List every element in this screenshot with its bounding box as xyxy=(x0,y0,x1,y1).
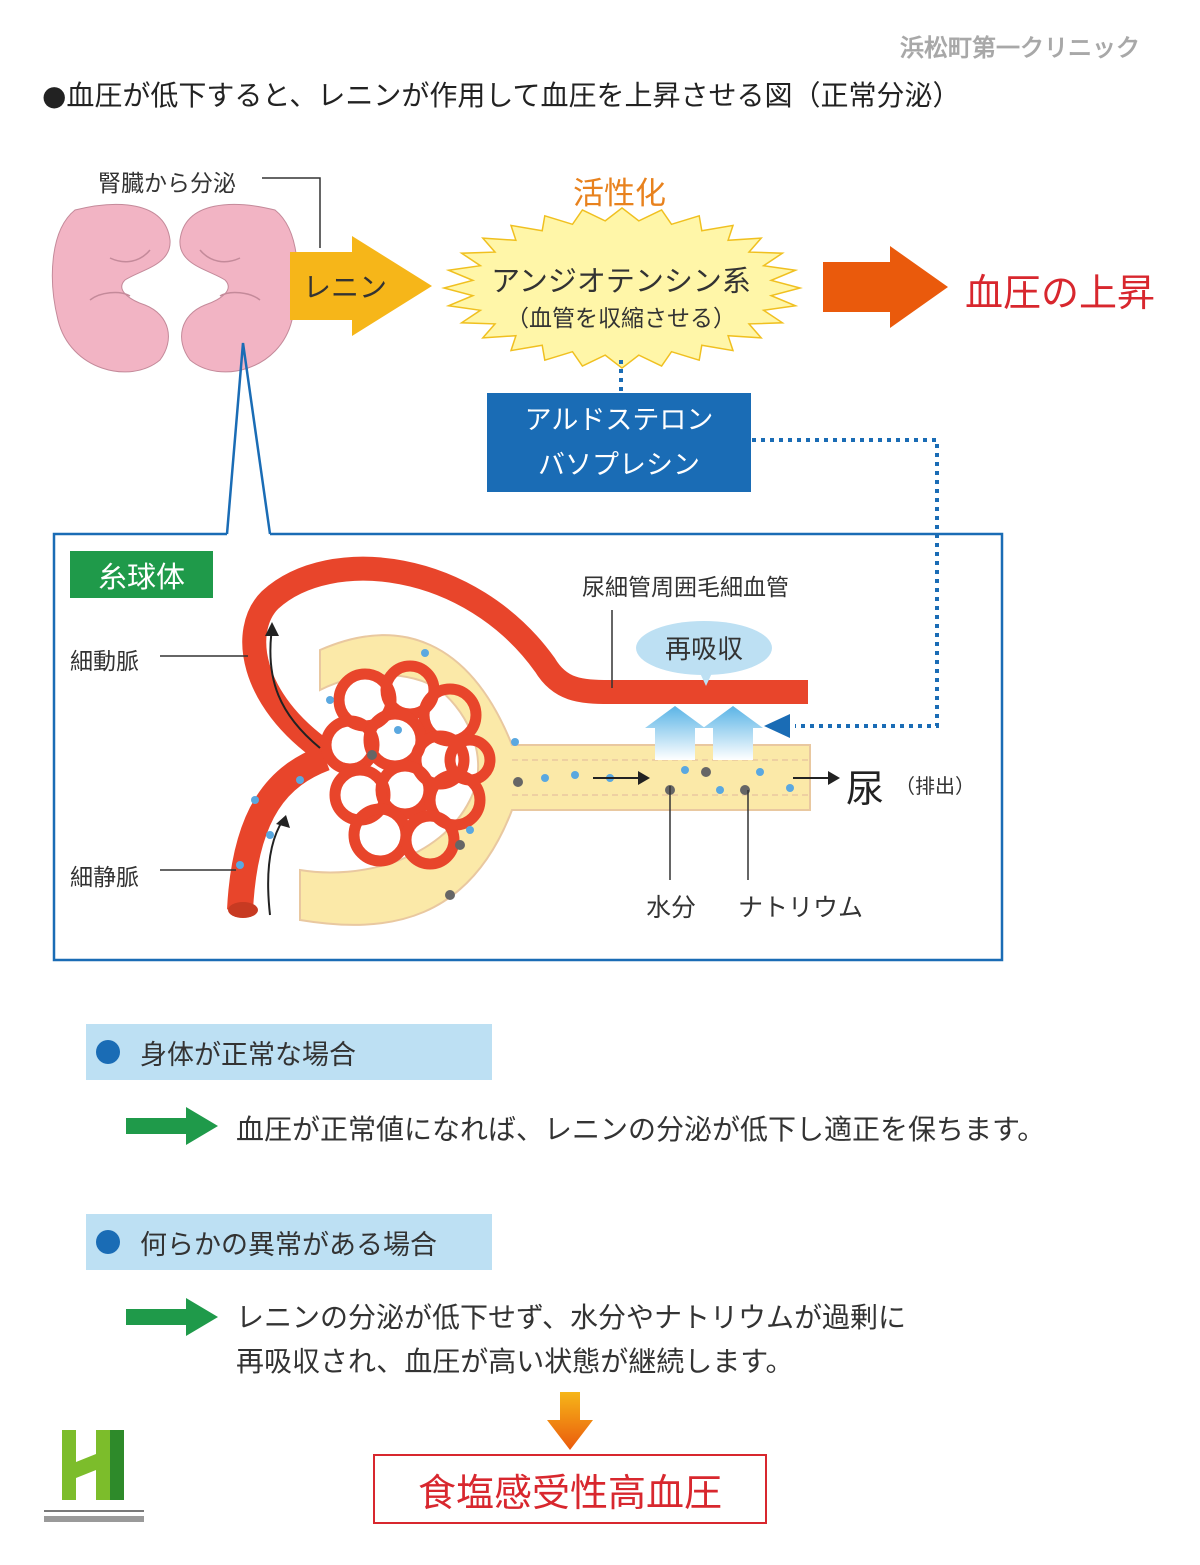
activation-label: 活性化 xyxy=(573,176,666,212)
case-normal-title: 身体が正常な場合 xyxy=(140,1039,356,1071)
glomerulus-label: 糸球体 xyxy=(70,551,213,598)
venule-icon xyxy=(227,745,330,911)
water-label: 水分 xyxy=(646,893,697,922)
renin-label: レニン xyxy=(303,271,388,304)
angiotensin-title: アンジオテンシン系 xyxy=(491,264,751,298)
bullet-icon xyxy=(96,1040,120,1064)
angiotensin-subtitle: （血管を収縮させる） xyxy=(506,306,736,332)
kidney-secrete-label: 腎臓から分泌 xyxy=(98,171,236,197)
case-abnormal-title: 何らかの異常がある場合 xyxy=(140,1229,437,1261)
case-normal-result: 血圧が正常値になれば、レニンの分泌が低下し適正を保ちます。 xyxy=(236,1113,1046,1146)
case-normal-heading: 身体が正常な場合 xyxy=(86,1024,492,1080)
urine-label: 尿 xyxy=(846,767,885,811)
right-kidney-icon xyxy=(179,203,299,373)
green-arrow-icon xyxy=(126,1298,218,1336)
angiotensin-burst-icon xyxy=(441,206,803,370)
sodium-label: ナトリウム xyxy=(738,893,864,922)
case-abnormal-result-line2: 再吸収され、血圧が高い状態が継続します。 xyxy=(236,1345,794,1378)
glomerular-tuft-icon xyxy=(320,660,496,870)
left-kidney-line-icon xyxy=(109,249,151,263)
case-abnormal-result-line1: レニンの分泌が低下せず、水分やナトリウムが過剰に xyxy=(236,1301,907,1334)
down-arrow-icon xyxy=(547,1392,593,1450)
aldosterone-label: アルドステロン xyxy=(524,404,714,436)
renin-arrow-icon xyxy=(290,236,432,336)
reabsorb-label: 再吸収 xyxy=(664,635,743,665)
vasopressin-label: バソプレシン xyxy=(538,449,700,481)
green-arrow-icon xyxy=(126,1107,218,1145)
arteriole-icon xyxy=(242,556,808,762)
bp-rise-label: 血圧の上昇 xyxy=(965,271,1156,315)
case-abnormal-heading: 何らかの異常がある場合 xyxy=(86,1214,492,1270)
urine-excrete-label: （排出） xyxy=(895,774,975,798)
reabsorb-bubble-icon xyxy=(636,621,772,675)
clinic-name: 浜松町第一クリニック xyxy=(900,34,1140,62)
diagram-graphics xyxy=(51,177,1004,962)
clinic-logo-icon xyxy=(44,1430,144,1522)
reabsorb-arrow-icon xyxy=(703,706,763,760)
page-title: ●血圧が低下すると、レニンが作用して血圧を上昇させる図（正常分泌） xyxy=(42,79,961,112)
hormone-box: アルドステロン バソプレシン xyxy=(487,393,751,492)
capillary-label: 尿細管周囲毛細血管 xyxy=(582,575,789,601)
left-kidney-icon xyxy=(51,203,171,373)
bullet-icon xyxy=(96,1230,120,1254)
feedback-arrowhead-icon xyxy=(764,714,790,738)
venule-label: 細静脈 xyxy=(70,865,139,891)
reabsorb-arrow-icon xyxy=(645,706,705,760)
final-diagnosis-box: 食塩感受性高血圧 xyxy=(373,1454,767,1524)
arteriole-label: 細動脈 xyxy=(70,649,139,675)
bp-rise-arrow-icon xyxy=(823,246,948,328)
